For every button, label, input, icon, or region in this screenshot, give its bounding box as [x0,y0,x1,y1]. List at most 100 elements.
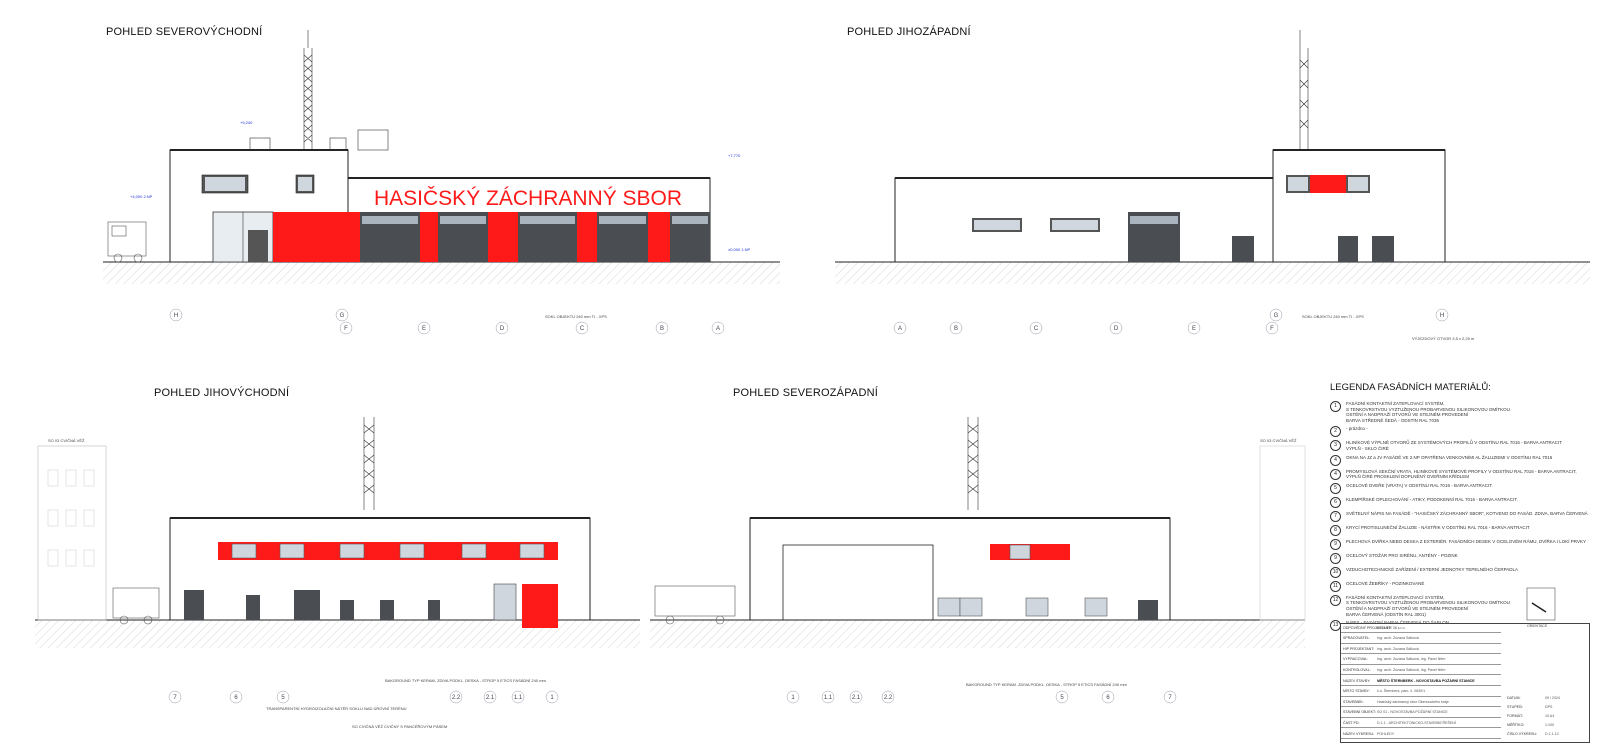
red-window-band [218,542,558,560]
legend-text: PLECHOVÁ DVÍŘKA NEBO DESKA Z EXTERIÉR. F… [1346,538,1586,544]
title-block-value: SO 01 - NOVOSTAVBA POŽÁRNÍ STANICE [1377,710,1448,715]
fire-truck-outline [107,221,147,263]
legend-item: 5 OCELOVÉ DVEŘE (VRATA) V ODSTÍNU RAL 701… [1330,482,1592,494]
title-block-label: STAVEBNÍ OBJEKT: [1343,710,1376,715]
legend-item: 1 FASÁDNÍ KONTAKTNÍ ZATEPLOVACÍ SYSTÉM, S… [1330,401,1592,423]
title-block-value: DPS [1545,705,1553,709]
level-label: +7,770 [728,153,741,158]
legend-number: 5 [1330,482,1341,494]
axis-label: C [580,326,585,332]
garage-door [360,212,710,262]
axis-label: G [1274,313,1279,319]
axis-label: A [898,326,902,332]
flag-note: SO CVIČNÁ VĚŽ CVIČNÝ S PANCÉŘOVÝM PÁSEM [352,724,447,729]
view-se: SO 03 CVIČNÁ VĚŽ [35,417,640,729]
legend-number: 2 [1330,426,1341,438]
axis-label: 2.1 [852,695,861,701]
ground-hatch [103,262,780,284]
title-block-value: 10 A4 [1545,714,1555,718]
view-nw: SO 03 CVIČNÁ VĚŽ 1 1.1 2.1 2.2 5 6 7 BAK… [650,417,1306,704]
red-facade-panel [1310,175,1346,193]
legend-item: 11 OCELOVÉ ŽEBŘÍKY - POZINKOVANÉ [1330,580,1592,592]
door [1138,600,1158,620]
door [1232,236,1254,262]
red-facade-panel [273,212,348,262]
title-block-row: NÁZEV VÝKRESU:POHLEDY [1341,730,1501,739]
legend-number: 1 [1330,401,1341,412]
legend-title: LEGENDA FASÁDNÍCH MATERIÁLŮ: [1330,382,1491,393]
title-block-value: MĚSTO ŠTERNBERK - NOVOSTAVBA POŽÁRNÍ STA… [1377,678,1475,683]
axis-label: A [716,326,720,332]
title-block-value: Ing. arch. Zuzana Sálková, Ing. Pavel Ně… [1377,667,1446,672]
sokl-note: SOKL OBJEKTU 240 mm TI - XPS [545,314,607,319]
legend-item: 12 FASÁDNÍ KONTAKTNÍ ZATEPLOVACÍ SYSTÉM, … [1330,594,1592,617]
legend-item: 7 SVĚTELNÝ NÁPIS NA FASÁDĚ - "HASIČSKÝ ZÁ… [1330,510,1592,522]
axis-label: 1.1 [514,695,523,701]
view-sw: A B C D E F G H SOKL OBJEKTU 240 mm TI -… [835,30,1590,341]
title-block-row: ODPOVĚDNÝ PROJEKTANT:ATELIER 38 s.r.o. [1341,624,1501,633]
title-block-label: FORMÁT: [1507,714,1523,718]
legend-number: 12 [1330,594,1341,606]
level-label: +9,240 [240,120,253,125]
title-block-row: VYPRACOVAL:Ing. arch. Zuzana Sálková, In… [1341,656,1501,665]
legend-text: FASÁDNÍ KONTAKTNÍ ZATEPLOVACÍ SYSTÉM, S … [1346,401,1510,423]
title-block-row: STAVEBNÍK:Hasičský záchranný sbor Olomou… [1341,698,1501,708]
axis-label: 1.1 [824,695,833,701]
axis-label: 1 [550,695,554,701]
title-block-label: DATUM: [1507,696,1521,700]
legend-number: 7 [1330,510,1341,522]
tower-label: SO 03 CVIČNÁ VĚŽ [48,438,85,443]
view-title-ne: POHLED SEVEROVÝCHODNÍ [106,26,263,38]
transparent-note: TRANSPARENTNÍ HYDROIZOLAČNÍ NÁTĚR SOKLU … [266,706,407,711]
title-block-row: KONTROLOVAL: Ing. arch. Zuzana Sálková, I… [1341,666,1501,676]
title-block-value: Ing. arch. Zuzana Sálková [1377,646,1419,651]
title-block-label: KONTROLOVAL: [1343,667,1371,672]
legend-text: KLEMPÍŘSKÉ OPLECHOVÁNÍ - ATIKY, PODOKENN… [1346,496,1518,502]
title-block-value: Ing. arch. Zuzana Sálková [1377,636,1419,641]
axis-label: 6 [234,695,238,701]
axis-label: D [500,326,505,332]
title-block-label: MĚŘÍTKO: [1507,723,1525,727]
title-block-row: MÍSTO STAVBY:k.ú. Šternberk, parc. č. 26… [1341,688,1501,697]
legend-text: SVĚTELNÝ NÁPIS NA FASÁDĚ - "HASIČSKÝ ZÁC… [1346,510,1588,516]
training-tower [37,445,107,621]
title-block-label: ČÍSLO VÝKRESU: [1507,732,1537,736]
legend-number: 4 [1330,454,1341,466]
door [184,590,440,620]
legend-number: 8 [1330,524,1341,536]
legend-text: OKNA NA JZ a JV FASÁDĚ VE 2.NP OPATŘENA … [1346,454,1553,460]
axis-label: 2.2 [452,695,461,701]
axis-label: F [1270,326,1274,332]
legend-text: NÁPIS - FASÁDNÍ BARVA ČERVENÁ DO ŠABLON [1346,620,1450,626]
title-block-label: NÁZEV VÝKRESU: [1343,731,1375,736]
legend-text: FASÁDNÍ KONTAKTNÍ ZATEPLOVACÍ SYSTÉM, S … [1346,594,1510,617]
legend-text: OCELOVÉ DVEŘE (VRATA) V ODSTÍNU RAL 7016… [1346,482,1493,488]
legend-number: 10 [1330,566,1341,578]
view-title-sw: POHLED JIHOZÁPADNÍ [847,26,971,38]
legend-text: OCELOVÉ ŽEBŘÍKY - POZINKOVANÉ [1346,580,1425,586]
axis-label: 7 [173,695,177,701]
legend-number: 4 [1330,468,1341,480]
title-block-row: STAVEBNÍ OBJEKT:SO 01 - NOVOSTAVBA POŽÁR… [1341,709,1501,718]
view-title-se: POHLED JIHOVÝCHODNÍ [154,387,290,399]
axis-label: E [422,326,426,332]
axis-label: 5 [1060,695,1064,701]
axis-label: 6 [1106,695,1110,701]
tower-label: SO 03 CVIČNÁ VĚŽ [1260,438,1297,443]
legend-number: 11 [1330,580,1341,592]
legend-text: OCELOVÝ STOŽÁR PRO SIRÉNU, ANTÉNY - POZI… [1346,552,1458,558]
facade-sign-text: HASIČSKÝ ZÁCHRANNÝ SBOR [374,187,682,210]
axis-label: 2.1 [486,695,495,701]
legend-number: 3 [1330,440,1341,452]
axis-label: B [660,326,664,332]
title-block-row: HIP PROJEKTANT:Ing. arch. Zuzana Sálková [1341,645,1501,655]
basic-note: BAKGROUND TYP KERAM. ZDIVA PODKL. DESKA … [385,678,547,683]
title-block-label: ODPOVĚDNÝ PROJEKTANT: [1343,625,1392,630]
